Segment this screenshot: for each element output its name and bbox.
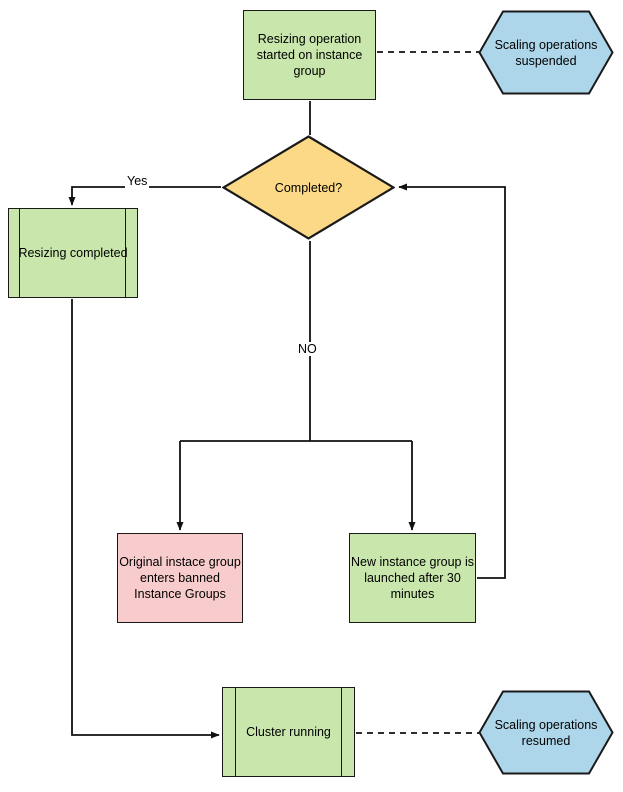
predef-rule-right bbox=[125, 209, 126, 297]
predef-rule-right bbox=[341, 688, 342, 776]
hexagon-shape-resumed bbox=[478, 690, 614, 775]
node-original-banned-label: Original instace group enters banned Ins… bbox=[119, 555, 241, 601]
node-new-instance-group-label: New instance group is launched after 30 … bbox=[351, 555, 474, 601]
predef-rule-left bbox=[19, 209, 20, 297]
edge-resizing-completed-to-cluster bbox=[71, 299, 220, 739]
node-scaling-resumed[interactable]: Scaling operations resumed bbox=[478, 690, 614, 775]
node-cluster-running[interactable]: Cluster running bbox=[222, 687, 355, 777]
edge-decision-yes bbox=[68, 186, 221, 206]
node-resizing-started[interactable]: Resizing operation started on instance g… bbox=[243, 10, 376, 100]
node-resizing-started-label: Resizing operation started on instance g… bbox=[256, 32, 363, 78]
node-resizing-completed[interactable]: Resizing completed bbox=[8, 208, 138, 298]
node-original-banned[interactable]: Original instace group enters banned Ins… bbox=[117, 533, 243, 623]
node-resizing-completed-label: Resizing completed bbox=[18, 246, 128, 260]
edge-label-no: NO bbox=[296, 342, 319, 356]
edge-label-yes: Yes bbox=[125, 174, 150, 188]
diamond-shape-completed bbox=[221, 135, 396, 240]
node-scaling-suspended[interactable]: Scaling operations suspended bbox=[478, 10, 614, 95]
node-new-instance-group[interactable]: New instance group is launched after 30 … bbox=[349, 533, 476, 623]
node-completed-decision[interactable]: Completed? bbox=[221, 135, 396, 240]
predef-rule-left bbox=[235, 688, 236, 776]
node-cluster-running-label: Cluster running bbox=[246, 725, 331, 739]
edge-new-instance-group-feedback bbox=[398, 183, 506, 579]
hexagon-shape-suspended bbox=[478, 10, 614, 95]
